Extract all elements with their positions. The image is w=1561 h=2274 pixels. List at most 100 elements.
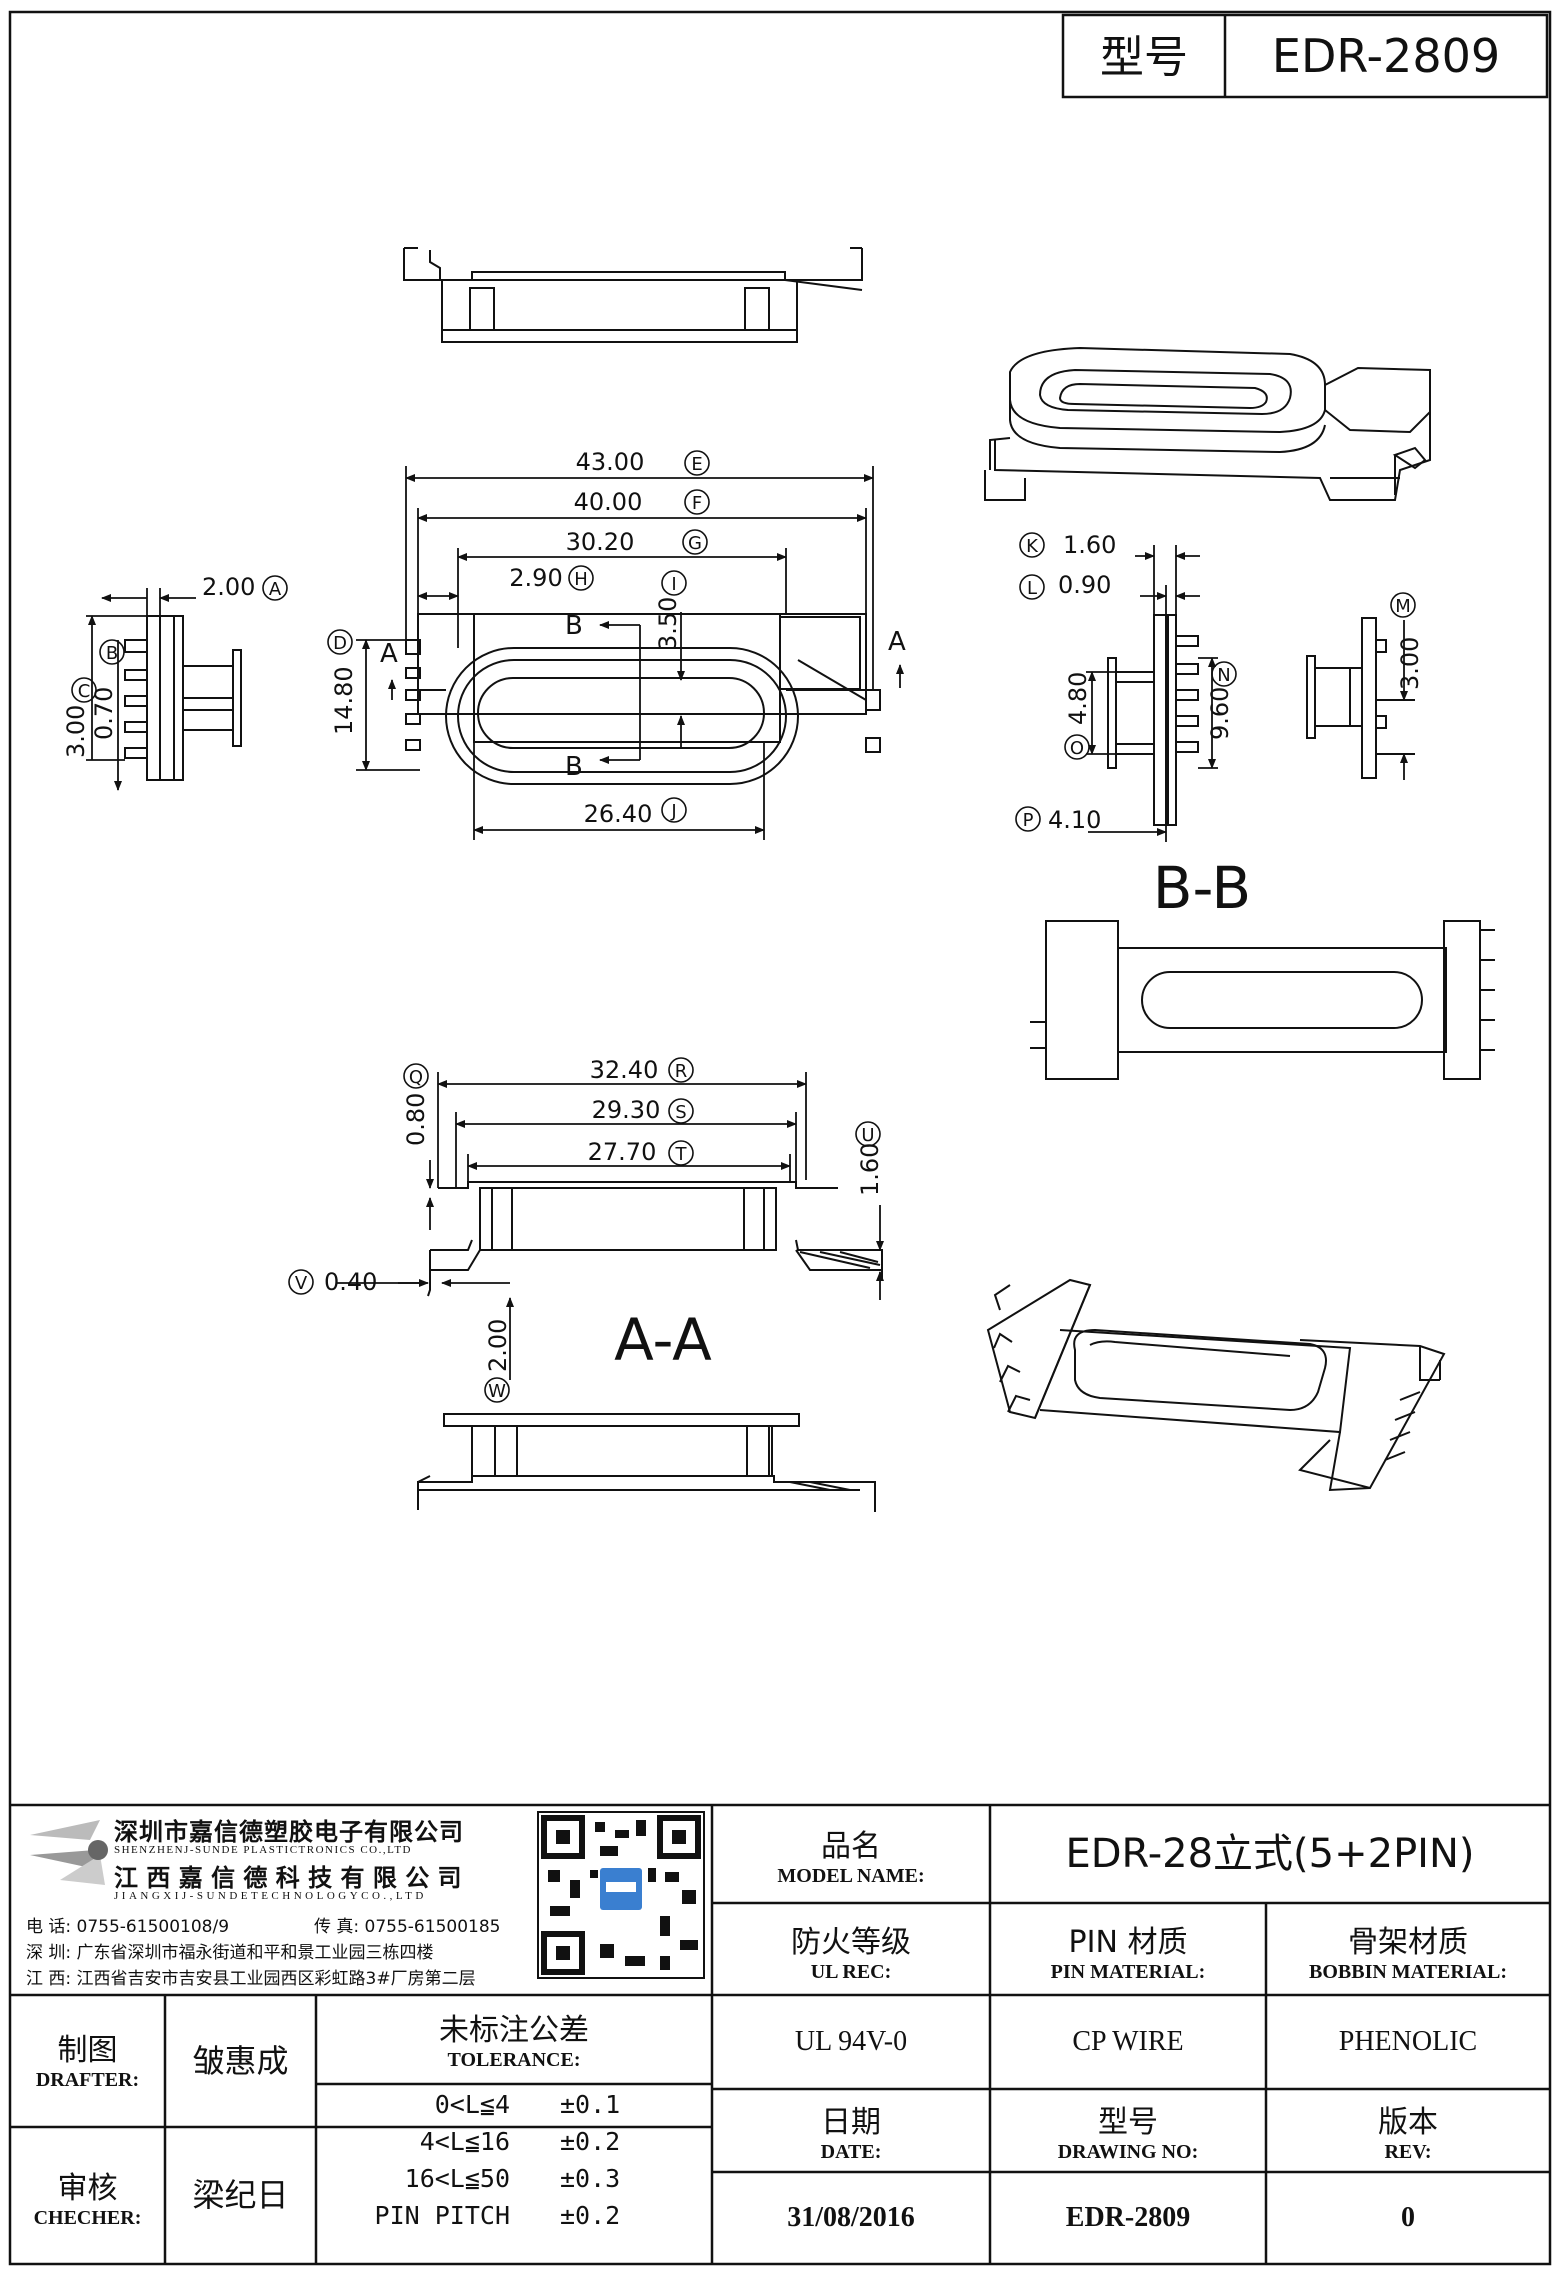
date-label: 日期 DATE: [820, 2105, 882, 2163]
svg-text:K: K [1026, 536, 1039, 557]
pin-material-value: CP WIRE [1072, 2026, 1184, 2057]
svg-text:A: A [269, 579, 282, 600]
right-side-tag-letters: KL ONP [1023, 536, 1231, 831]
svg-text:Q: Q [409, 1067, 423, 1088]
company-name-jx: 江 西 嘉 信 德 科 技 有 限 公 司 [114, 1864, 462, 1892]
svg-text:C: C [78, 681, 91, 702]
tolerance-row: PIN PITCH ±0.2 [374, 2201, 621, 2230]
top-profile-view [403, 247, 863, 343]
company-phone: 电 话: 0755-61500108/9 [26, 1917, 230, 1937]
model-name-value: EDR-28立式(5+2PIN) [1065, 1831, 1475, 1877]
section-b-upper: B [565, 611, 583, 641]
sheet-border [8, 10, 1552, 2266]
tolerance-row: 4<L≦16 ±0.2 [419, 2127, 621, 2156]
dim-V-value: 0.40 [324, 1268, 377, 1296]
dim-T-value: 27.70 [588, 1138, 657, 1166]
qr-code [537, 1811, 705, 1979]
company-name-sz-en: SHENZHENJ-SUNDE PLASTICTRONICS CO.,LTD [114, 1844, 412, 1856]
svg-text:G: G [688, 533, 702, 554]
svg-text:F: F [692, 493, 702, 514]
section-aa-dimensions [336, 1072, 884, 1380]
dim-K-value: 1.60 [1063, 531, 1116, 559]
section-aa-tag-letters: RST QUV W [295, 1061, 875, 1402]
company-logo [30, 1820, 108, 1885]
svg-text:I: I [671, 574, 676, 595]
dim-Q-value: 0.80 [402, 1093, 430, 1146]
drawing-no-label: 型号 DRAWING NO: [1057, 2105, 1199, 2163]
dim-N-value: 9.60 [1206, 687, 1234, 740]
rev-value: 0 [1401, 2202, 1415, 2233]
left-side-tag-letters: ABC [78, 579, 282, 702]
svg-text:J: J [670, 801, 676, 822]
header-box: 型号 EDR-2809 [1061, 13, 1549, 99]
far-right-view [1306, 617, 1415, 779]
company-name-jx-en: JIANGXIJ-SUNDETECHNOLOGYCO.,LTD [114, 1890, 427, 1902]
drawing-no-value: EDR-2809 [1065, 2202, 1191, 2233]
drafter-value: 皱惠成 [192, 2042, 289, 2080]
dim-M-value: 3.00 [1396, 637, 1424, 690]
dim-P-value: 4.10 [1048, 806, 1101, 834]
section-aa-label: A-A [614, 1306, 712, 1374]
svg-text:P: P [1023, 810, 1034, 831]
title-block-grid [10, 1803, 1550, 2264]
svg-text:R: R [675, 1061, 688, 1082]
dim-J-value: 26.40 [584, 800, 653, 828]
dim-D-value: 14.80 [330, 666, 358, 735]
dim-H-value: 2.90 [509, 564, 562, 592]
company-block: 深圳市嘉信德塑胶电子有限公司 SHENZHENJ-SUNDE PLASTICTR… [14, 1808, 534, 1992]
ul-rec-value: UL 94V-0 [794, 2026, 908, 2057]
dim-B-value: 0.70 [90, 687, 118, 740]
tolerance-label: 未标注公差 TOLERANCE: [439, 2013, 589, 2071]
company-address-sz: 深 圳: 广东省深圳市福永街道和平和景工业园三栋四楼 [26, 1943, 434, 1963]
svg-text:O: O [1070, 738, 1084, 759]
svg-text:E: E [691, 454, 702, 475]
rev-label: 版本 REV: [1378, 2105, 1438, 2163]
header-model: EDR-2809 [1272, 29, 1500, 83]
company-name-sz: 深圳市嘉信德塑胶电子有限公司 [114, 1818, 464, 1846]
left-side-view [124, 615, 242, 781]
tolerance-row: 16<L≦50 ±0.3 [404, 2164, 621, 2193]
dim-C-value: 3.00 [62, 705, 90, 758]
section-a-left: A [380, 639, 398, 669]
model-name-label: 品名 MODEL NAME: [777, 1829, 925, 1887]
section-aa-tags [288, 1057, 881, 1403]
dim-S-value: 29.30 [592, 1096, 661, 1124]
front-view [405, 613, 881, 785]
right-side-view [1107, 614, 1199, 826]
front-dim-tags [327, 450, 710, 823]
dim-F-value: 40.00 [574, 488, 643, 516]
section-a-right: A [888, 627, 906, 657]
front-dimensions [356, 466, 904, 840]
dim-I-value: 3.50 [654, 597, 682, 650]
dim-L-value: 0.90 [1058, 571, 1111, 599]
right-side-tags [1015, 532, 1237, 832]
section-bb-label: B-B [1153, 854, 1251, 922]
section-bb-view [1030, 920, 1495, 1080]
section-b-lower: B [565, 752, 583, 782]
left-side-dim-labels: 2.00 3.00 0.70 [62, 573, 255, 758]
dim-M-tag [1390, 592, 1416, 618]
dim-U-value: 1.60 [856, 1143, 884, 1196]
dim-E-value: 43.00 [576, 448, 645, 476]
date-value: 31/08/2016 [787, 2202, 915, 2233]
front-dim-labels: 43.00 40.00 30.20 2.90 26.40 14.80 3.50 … [330, 448, 906, 828]
dim-A-value: 2.00 [202, 573, 255, 601]
checker-label: 审核 CHECHER: [33, 2171, 142, 2229]
svg-text:S: S [675, 1102, 686, 1123]
left-side-tags [71, 575, 288, 703]
dim-M-letter: M [1395, 596, 1411, 617]
dim-O-value: 4.80 [1064, 672, 1092, 725]
left-side-dimensions [86, 588, 196, 791]
dim-G-value: 30.20 [566, 528, 635, 556]
bobbin-material-label: 骨架材质 BOBBIN MATERIAL: [1309, 1925, 1507, 1983]
section-aa-view [427, 1181, 883, 1297]
dim-W-value: 2.00 [484, 1319, 512, 1372]
pin-material-label: PIN 材质 PIN MATERIAL: [1050, 1925, 1206, 1983]
svg-text:N: N [1217, 665, 1230, 686]
right-side-dim-labels: 1.60 0.90 4.80 9.60 4.10 [1048, 531, 1234, 834]
bobbin-material-value: PHENOLIC [1338, 2026, 1478, 2057]
svg-text:H: H [574, 569, 588, 590]
drafter-label: 制图 DRAFTER: [35, 2033, 140, 2091]
